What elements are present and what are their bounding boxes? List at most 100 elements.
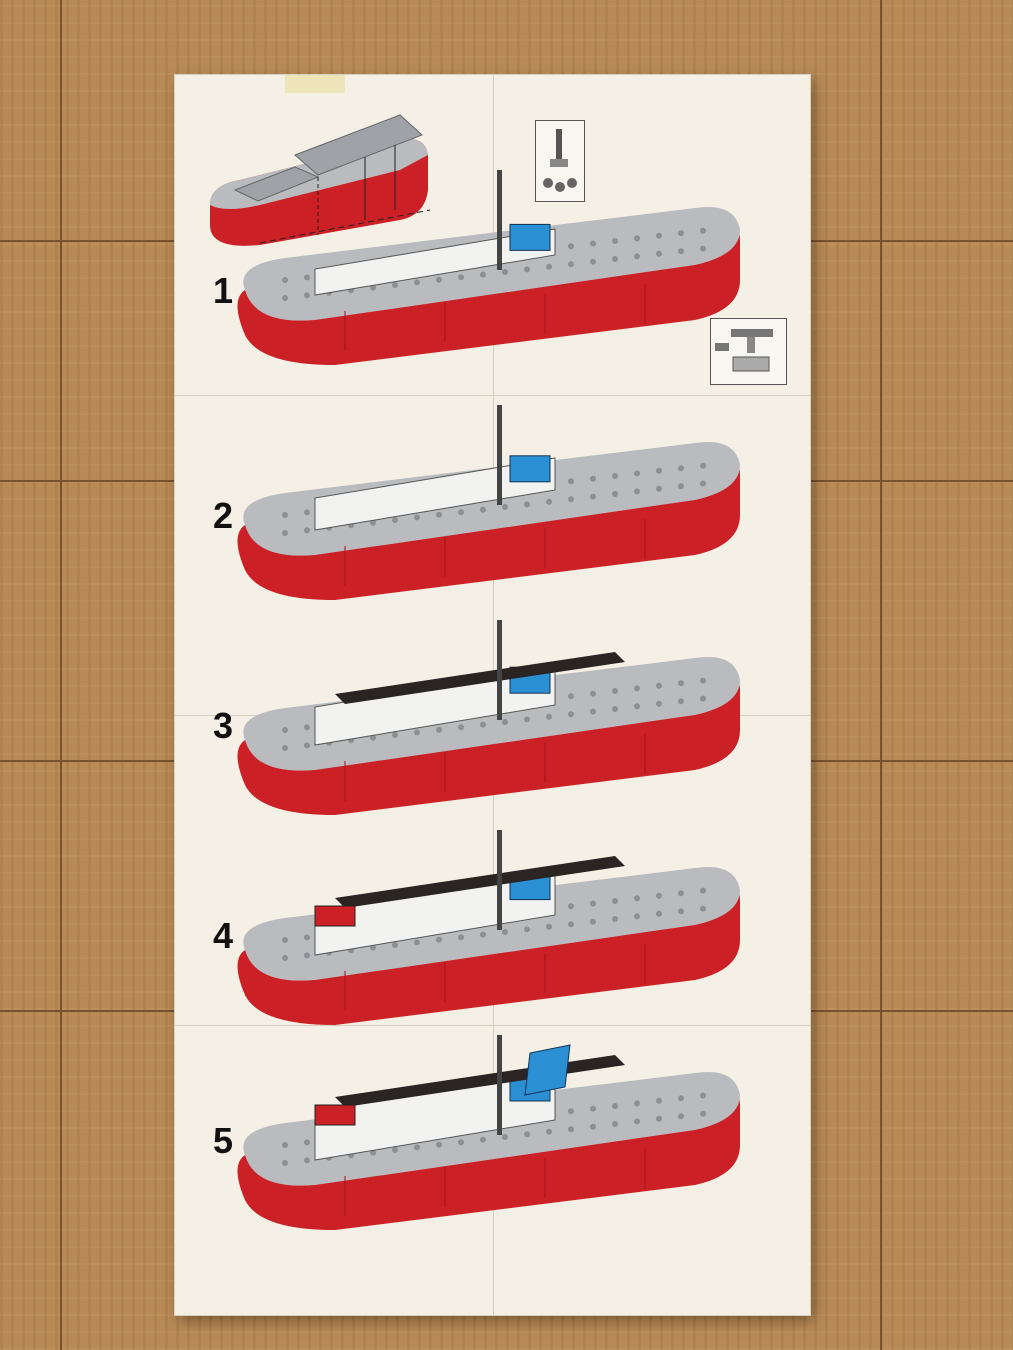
deck-stud [282, 295, 288, 301]
deck-stud [568, 711, 574, 718]
deck-stud [458, 509, 464, 516]
deck-stud [392, 1147, 398, 1153]
cabin-bricks [314, 228, 556, 296]
deck-stud [656, 700, 662, 707]
boat-step-5 [237, 1035, 741, 1230]
deck-stud [590, 900, 596, 907]
red-bridge-brick [314, 905, 356, 927]
deck-stud [304, 292, 310, 299]
deck-stud [590, 475, 596, 482]
deck-stud [436, 276, 442, 283]
deck-stud [700, 1092, 706, 1099]
deck-stud [370, 519, 376, 526]
deck-stud [480, 1136, 486, 1143]
deck-stud [546, 498, 552, 505]
deck-stud [634, 470, 640, 477]
deck-stud [700, 227, 706, 234]
deck-stud [392, 282, 398, 288]
deck-stud [656, 250, 662, 257]
deck-stud [590, 1123, 596, 1130]
deck-stud [634, 1118, 640, 1125]
part-inset-cannon [710, 318, 787, 385]
step-number: 2 [213, 495, 234, 536]
deck-stud [634, 235, 640, 242]
deck-stud [436, 1141, 442, 1148]
deck-stud [568, 478, 574, 485]
deck-stud [502, 504, 508, 510]
deck-stud [590, 708, 596, 715]
funnel [524, 1044, 571, 1096]
deck-stud [678, 230, 684, 237]
deck-stud [678, 1113, 684, 1120]
deck-stud [612, 688, 618, 694]
deck-stud [458, 724, 464, 731]
deck-stud [612, 1121, 618, 1127]
deck-stud [524, 501, 530, 508]
deck-stud [282, 955, 288, 961]
deck-stud [678, 908, 684, 915]
boat-step-4 [237, 830, 741, 1025]
deck-stud [634, 913, 640, 920]
deck-stud [480, 271, 486, 278]
deck-stud [700, 1110, 706, 1117]
deck-stud [370, 1149, 376, 1156]
deck-stud [700, 905, 706, 912]
blue-brick [509, 455, 551, 483]
deck-stud [568, 1108, 574, 1115]
deck-stud [546, 923, 552, 930]
deck-stud [524, 1131, 530, 1138]
deck-stud [678, 465, 684, 472]
tape-residue [285, 75, 345, 93]
deck-stud [282, 277, 288, 283]
step-number: 4 [213, 915, 234, 956]
mast [497, 170, 502, 270]
hull-assembly-inset [210, 114, 431, 246]
boat-step-1 [237, 170, 741, 365]
deck-stud [304, 742, 310, 749]
deck-stud [502, 929, 508, 935]
deck-stud [700, 887, 706, 894]
cabin-bricks [314, 457, 556, 531]
deck-stud [590, 493, 596, 500]
black-roof-plate [335, 856, 625, 908]
blue-brick [509, 223, 551, 251]
deck-stud [678, 890, 684, 897]
part-inset-mast-base [535, 120, 585, 202]
mast [497, 830, 502, 930]
deck-stud [634, 703, 640, 710]
deck-stud [480, 506, 486, 513]
deck-stud [414, 939, 420, 946]
deck-stud [612, 256, 618, 262]
deck-stud [656, 1115, 662, 1122]
deck-stud [546, 713, 552, 720]
deck-stud [700, 462, 706, 469]
deck-stud [678, 698, 684, 705]
deck-stud [282, 512, 288, 518]
deck-stud [678, 1095, 684, 1102]
boat-step-3 [237, 620, 741, 815]
deck-stud [502, 269, 508, 275]
deck-stud [414, 279, 420, 286]
deck-stud [524, 266, 530, 273]
deck-stud [634, 895, 640, 902]
mast [497, 405, 502, 505]
mast [497, 620, 502, 720]
floor-plank-seam [880, 0, 882, 1350]
deck-stud [458, 934, 464, 941]
deck-stud [392, 942, 398, 948]
deck-stud [656, 1097, 662, 1104]
deck-stud [568, 1126, 574, 1133]
step-number: 1 [213, 270, 234, 311]
deck-stud [700, 245, 706, 252]
floor-plank-seam [60, 0, 62, 1350]
deck-stud [414, 729, 420, 736]
deck-stud [568, 903, 574, 910]
step-number: 3 [213, 705, 234, 746]
deck-stud [634, 685, 640, 692]
deck-stud [282, 530, 288, 536]
deck-stud [634, 1100, 640, 1107]
deck-stud [678, 483, 684, 490]
deck-stud [700, 695, 706, 702]
deck-stud [282, 727, 288, 733]
boat-step-2 [237, 405, 741, 600]
